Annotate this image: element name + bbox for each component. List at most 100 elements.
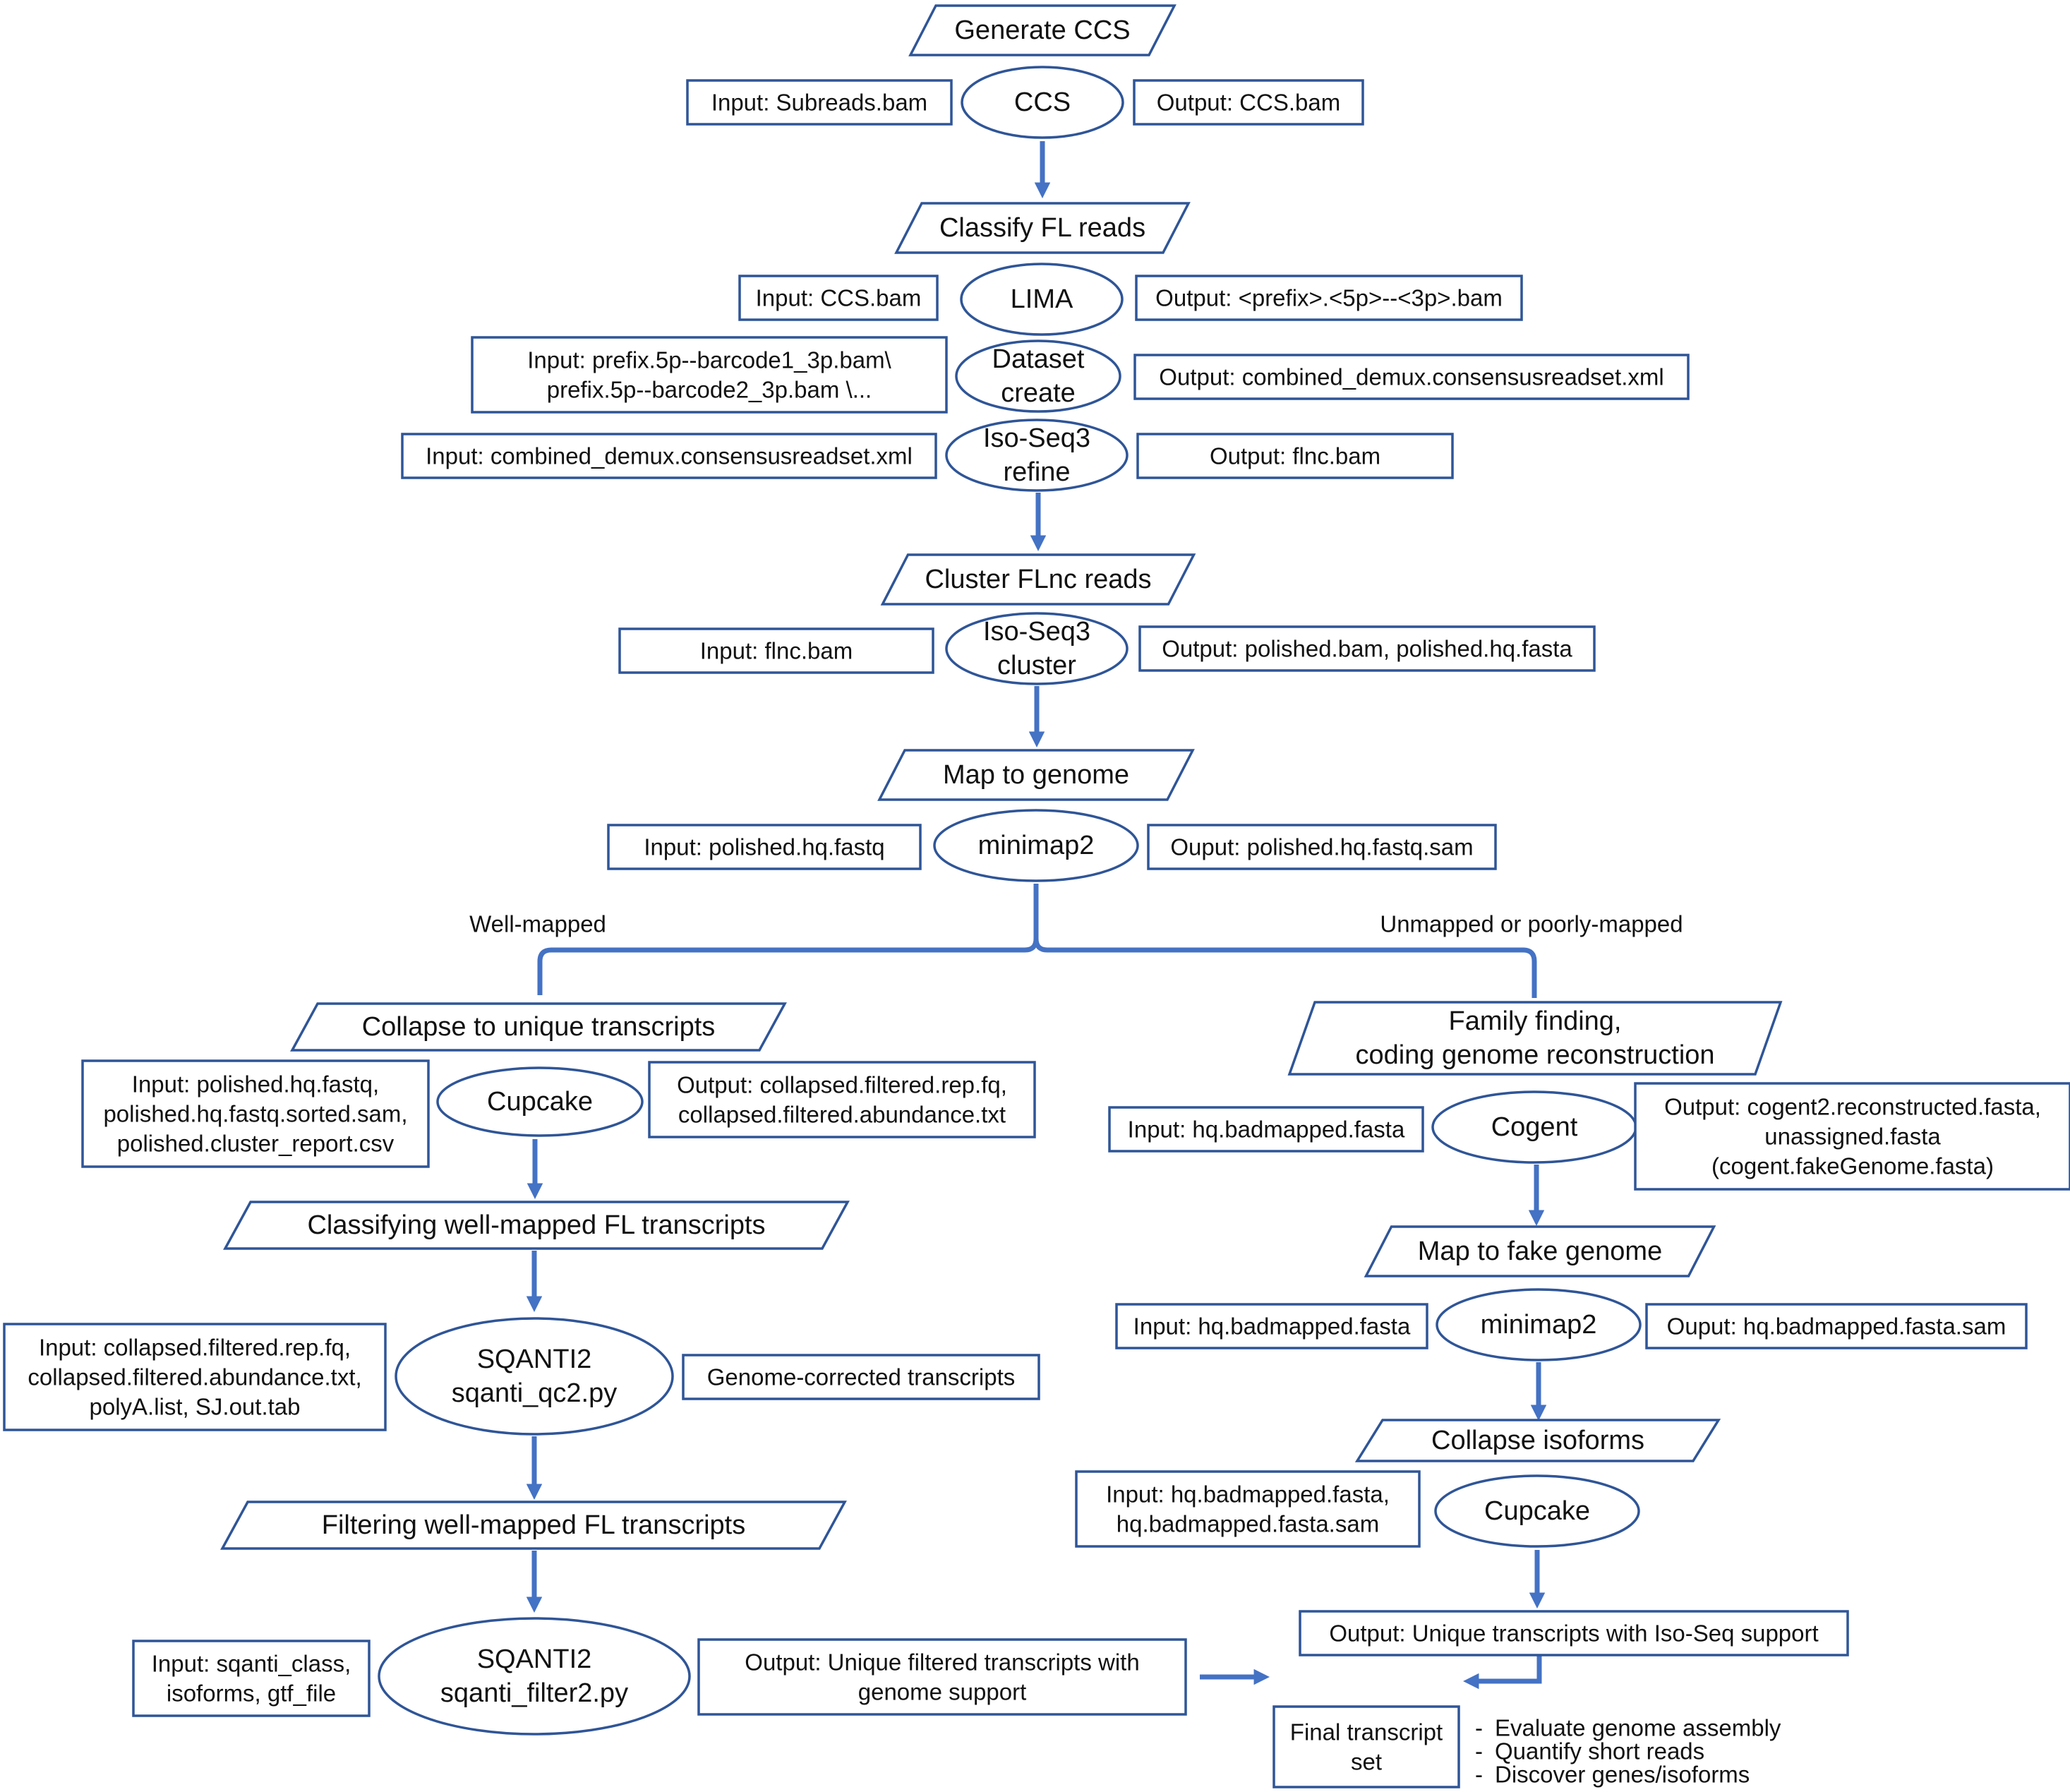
io-cogent-output: Output: cogent2.reconstructed.fasta,unas… — [1634, 1082, 2070, 1191]
io-dataset-output: Output: combined_demux.consensusreadset.… — [1133, 354, 1690, 400]
final-use-item: Evaluate genome assembly — [1495, 1715, 1781, 1741]
io-cluster-input: Input: flnc.bam — [618, 627, 934, 674]
io-final-transcript-set-line: set — [1351, 1748, 1382, 1774]
io-refine-input-line: Input: combined_demux.consensusreadset.x… — [426, 443, 913, 469]
io-cupcake-input-line: polished.hq.fastq.sorted.sam, — [103, 1101, 407, 1127]
arrow-unique-to-final — [1463, 1656, 1542, 1690]
tool-ccs: CCS — [961, 66, 1124, 139]
stage-collapse-unique: Collapse to unique transcripts — [290, 1002, 787, 1052]
stage-map-to-fake-genome: Map to fake genome — [1364, 1225, 1716, 1277]
io-cluster-output-line: Output: polished.bam, polished.hq.fasta — [1162, 636, 1572, 662]
stage-generate-ccs-line: Generate CCS — [954, 16, 1130, 45]
tool-minimap2: minimap2 — [933, 809, 1139, 882]
stage-collapse-isoforms: Collapse isoforms — [1354, 1419, 1721, 1462]
io-minimap2-right-input-line: Input: hq.badmapped.fasta — [1133, 1313, 1411, 1340]
io-sqanti-filter-input: Input: sqanti_class, isoforms, gtf_file — [132, 1640, 371, 1717]
io-unique-transcripts-output: Output: Unique transcripts with Iso-Seq … — [1299, 1610, 1849, 1656]
io-lima-output-line: Output: <prefix>.<5p>--<3p>.bam — [1155, 285, 1503, 311]
io-sqanti-filter-output: Output: Unique filtered transcripts with… — [697, 1638, 1187, 1716]
io-cogent-input: Input: hq.badmapped.fasta — [1108, 1106, 1424, 1153]
io-dataset-input-line: prefix.5p--barcode2_3p.bam \... — [547, 376, 872, 402]
tool-cupcake-right: Cupcake — [1434, 1474, 1640, 1548]
io-sqanti-filter-output-line: genome support — [858, 1678, 1027, 1704]
io-cupcake-right-input-line: hq.badmapped.fasta.sam — [1117, 1510, 1379, 1537]
io-dataset-input: Input: prefix.5p--barcode1_3p.bam\prefix… — [471, 336, 948, 414]
tool-cogent: Cogent — [1431, 1090, 1637, 1164]
tool-sqanti-qc-line: SQANTI2 — [477, 1345, 592, 1374]
io-cupcake-output-line: collapsed.filtered.abundance.txt — [678, 1101, 1006, 1127]
io-minimap2-input: Input: polished.hq.fastq — [607, 824, 922, 870]
tool-dataset-create-line: create — [1001, 378, 1076, 408]
stage-filtering-well-mapped: Filtering well-mapped FL transcripts — [220, 1501, 847, 1550]
io-sqanti-qc-input-line: polyA.list, SJ.out.tab — [90, 1393, 301, 1419]
stage-collapse-unique-line: Collapse to unique transcripts — [362, 1012, 716, 1042]
tool-sqanti-qc-line: sqanti_qc2.py — [452, 1378, 618, 1408]
io-minimap2-output-line: Ouput: polished.hq.fastq.sam — [1170, 834, 1473, 860]
stage-map-to-genome: Map to genome — [877, 749, 1195, 801]
io-final-transcript-set-line: Final transcript — [1290, 1719, 1443, 1745]
stage-classifying-well-mapped: Classifying well-mapped FL transcripts — [223, 1201, 850, 1250]
tool-lima: LIMA — [960, 263, 1124, 336]
io-unique-transcripts-output-line: Output: Unique transcripts with Iso-Seq … — [1329, 1620, 1818, 1647]
tool-isoseq3-refine: Iso-Seq3 refine — [945, 419, 1129, 492]
io-cupcake-input-line: Input: polished.hq.fastq, — [132, 1071, 379, 1098]
io-lima-output: Output: <prefix>.<5p>--<3p>.bam — [1135, 275, 1523, 321]
io-cupcake-right-input: Input: hq.badmapped.fasta,hq.badmapped.f… — [1075, 1470, 1421, 1548]
stage-family-finding: Family finding,coding genome reconstruct… — [1287, 1001, 1783, 1076]
io-cupcake-output-line: Output: collapsed.filtered.rep.fq, — [677, 1072, 1007, 1098]
io-sqanti-filter-input-line: isoforms, gtf_file — [167, 1680, 336, 1706]
io-sqanti-filter-input-line: Input: sqanti_class, — [152, 1651, 351, 1677]
io-cupcake-input-line: polished.cluster_report.csv — [117, 1130, 395, 1156]
stage-family-finding-line: coding genome reconstruction — [1355, 1040, 1714, 1070]
stage-cluster-flnc-reads: Cluster FLnc reads — [880, 553, 1196, 606]
io-lima-input-line: Input: CCS.bam — [756, 285, 922, 311]
io-sqanti-qc-output-line: Genome-corrected transcripts — [707, 1364, 1016, 1390]
tool-sqanti-qc: SQANTI2 sqanti_qc2.py — [395, 1317, 674, 1436]
tool-lima-line: LIMA — [1011, 284, 1073, 314]
tool-cogent-line: Cogent — [1491, 1112, 1578, 1142]
io-ccs-input-line: Input: Subreads.bam — [711, 90, 927, 116]
io-final-transcript-set: Final transcript set — [1272, 1705, 1460, 1788]
tool-cupcake-left: Cupcake — [436, 1066, 644, 1137]
tool-sqanti-filter-line: SQANTI2 — [477, 1644, 592, 1674]
io-refine-output: Output: flnc.bam — [1136, 433, 1454, 479]
io-minimap2-right-output: Ouput: hq.badmapped.fasta.sam — [1645, 1303, 2028, 1349]
stage-map-to-genome-line: Map to genome — [943, 760, 1129, 790]
io-ccs-input: Input: Subreads.bam — [686, 79, 953, 126]
stage-filtering-well-mapped-line: Filtering well-mapped FL transcripts — [322, 1510, 745, 1540]
io-cupcake-output: Output: collapsed.filtered.rep.fq, collap… — [648, 1061, 1036, 1138]
stage-classifying-well-mapped-line: Classifying well-mapped FL transcripts — [307, 1210, 765, 1240]
io-cogent-output-line: unassigned.fasta — [1764, 1124, 1941, 1150]
io-minimap2-output: Ouput: polished.hq.fastq.sam — [1147, 824, 1497, 870]
branch-connector — [537, 884, 1537, 998]
final-use-item: Discover genes/isoforms — [1495, 1762, 1750, 1788]
branch-well-mapped: Well-mapped — [469, 911, 606, 937]
stage-collapse-isoforms-line: Collapse isoforms — [1431, 1426, 1644, 1455]
io-sqanti-qc-output: Genome-corrected transcripts — [682, 1354, 1040, 1400]
tool-isoseq3-cluster: Iso-Seq3 cluster — [945, 612, 1129, 685]
tool-minimap2-line: minimap2 — [978, 831, 1095, 860]
tool-sqanti-filter-line: sqanti_filter2.py — [440, 1678, 628, 1708]
tool-isoseq3-refine-line: Iso-Seq3 — [983, 423, 1090, 453]
io-cupcake-input: Input: polished.hq.fastq, polished.hq.fas… — [81, 1059, 430, 1168]
io-refine-output-line: Output: flnc.bam — [1210, 443, 1380, 469]
tool-cupcake-left-line: Cupcake — [487, 1087, 593, 1117]
io-dataset-output-line: Output: combined_demux.consensusreadset.… — [1159, 364, 1663, 390]
tool-ccs-line: CCS — [1014, 88, 1071, 117]
tool-isoseq3-refine-line: refine — [1003, 457, 1070, 487]
tool-minimap2-right: minimap2 — [1436, 1288, 1642, 1361]
io-cogent-input-line: Input: hq.badmapped.fasta — [1128, 1117, 1405, 1143]
final-uses-list: -Evaluate genome assembly-Quantify short… — [1475, 1715, 1781, 1788]
io-minimap2-input-line: Input: polished.hq.fastq — [644, 834, 884, 860]
io-sqanti-qc-input-line: Input: collapsed.filtered.rep.fq, — [39, 1335, 351, 1361]
io-sqanti-qc-input: Input: collapsed.filtered.rep.fq,collaps… — [3, 1323, 387, 1431]
io-minimap2-right-input: Input: hq.badmapped.fasta — [1115, 1303, 1428, 1349]
tool-cupcake-right-line: Cupcake — [1484, 1496, 1590, 1526]
tool-sqanti-filter: SQANTI2 sqanti_filter2.py — [378, 1617, 691, 1736]
final-use-bullet: - — [1475, 1762, 1483, 1788]
tool-isoseq3-cluster-line: cluster — [997, 651, 1076, 680]
final-use-bullet: - — [1475, 1715, 1483, 1741]
tool-isoseq3-cluster-line: Iso-Seq3 — [983, 617, 1090, 647]
